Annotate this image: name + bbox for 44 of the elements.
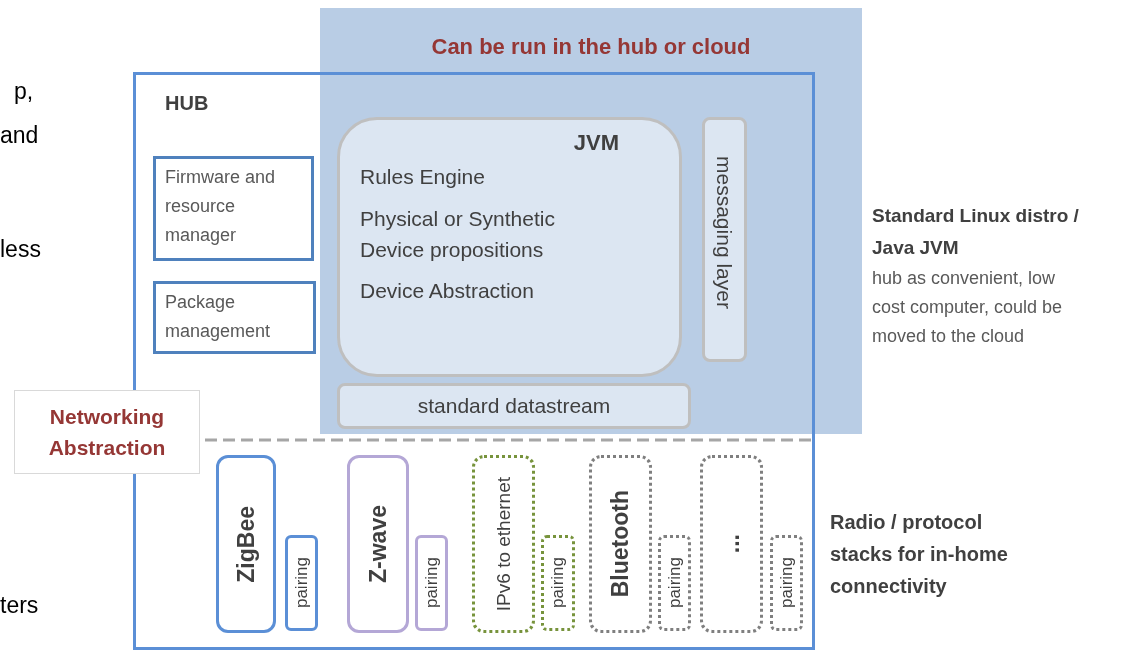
node-text: JVM (573, 129, 619, 157)
protocol-box (589, 455, 652, 633)
node-text: Bluetooth (606, 490, 635, 598)
side-note-heading: Standard Linux distro / Java JVM (872, 204, 1080, 260)
pairing-box (415, 535, 448, 631)
pairing-box (770, 535, 803, 631)
side-note-heading: Radio / protocol stacks for in-home connectivity (830, 510, 1009, 599)
node-text: ... (717, 534, 746, 554)
node-text: standard datastream (417, 393, 611, 420)
pairing-box (285, 535, 318, 631)
node-text: Device Abstraction (360, 277, 535, 304)
node-text: Z-wave (363, 505, 392, 583)
datastream-bar (337, 383, 691, 429)
node-text: pairing (775, 557, 797, 609)
node-text: pairing (663, 557, 685, 609)
protocol-box (472, 455, 535, 633)
node-text: Firmware and resource manager (165, 166, 277, 247)
pairing-box (658, 535, 691, 631)
node-text: HUB (165, 91, 209, 116)
networking-abstraction-box (14, 390, 200, 474)
node-text: IPv6 to ethernet (491, 476, 515, 612)
node-text: pairing (420, 557, 442, 609)
node-text: Rules Engine (360, 164, 486, 190)
cut-off-text: p, (14, 77, 35, 106)
protocol-box (347, 455, 409, 633)
component-box (153, 156, 314, 261)
side-note: hub as convenient, low cost computer, could be moved to the cloud (872, 267, 1064, 348)
cut-off-text: less (0, 235, 42, 264)
node-text: Can be run in the hub or cloud (431, 33, 751, 61)
node-text: Physical or Synthetic Device propositions (360, 205, 556, 263)
node-text: ZigBee (231, 505, 260, 583)
node-text: Package management (165, 291, 272, 343)
protocol-box (216, 455, 276, 633)
pairing-box (541, 535, 575, 631)
messaging-layer-bar (702, 117, 747, 362)
protocol-box (700, 455, 763, 633)
component-box (153, 281, 316, 354)
cut-off-text: ters (0, 591, 40, 620)
jvm-box (337, 117, 682, 377)
cut-off-text: and (0, 121, 40, 150)
node-text: pairing (547, 557, 569, 609)
node-text: messaging layer (712, 156, 738, 309)
node-text: Networking Abstraction (47, 404, 167, 461)
node-text: pairing (290, 557, 312, 609)
